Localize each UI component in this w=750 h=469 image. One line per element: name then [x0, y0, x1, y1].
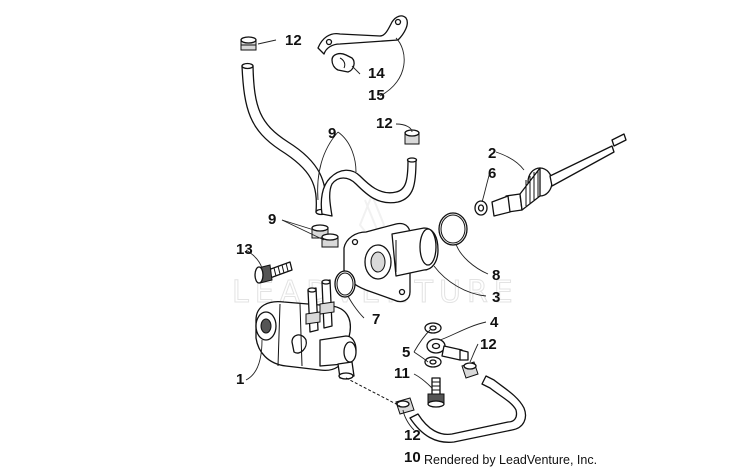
callout-9-upper: 9 — [328, 125, 336, 142]
drive-gear-shaft — [491, 133, 627, 217]
callout-4: 4 — [490, 314, 499, 331]
bolt-13 — [254, 261, 293, 284]
leader-lines — [245, 37, 525, 431]
callout-14: 14 — [368, 65, 385, 82]
bracket-clip — [331, 53, 355, 73]
lower-hose — [409, 375, 527, 443]
oil-pump-assembly — [255, 279, 357, 380]
hose-clamp-top-left — [240, 36, 257, 51]
washer-5-lower — [424, 356, 442, 368]
callout-8: 8 — [492, 267, 500, 284]
callout-labels: 12 14 15 9 12 2 6 9 13 8 3 7 4 5 12 1 11… — [236, 32, 500, 466]
middle-hose — [320, 157, 418, 217]
upper-vertical-hose — [241, 62, 327, 216]
callout-12-lower: 12 — [404, 427, 421, 444]
callout-1: 1 — [236, 371, 244, 388]
callout-6: 6 — [488, 165, 496, 182]
credit-text: Rendered by LeadVenture, Inc. — [424, 453, 597, 467]
callout-13: 13 — [236, 241, 253, 258]
o-ring-7 — [334, 270, 356, 298]
hose-clamp-right-upper — [404, 129, 420, 145]
callout-3: 3 — [492, 289, 500, 306]
callout-11: 11 — [394, 365, 410, 382]
callout-2: 2 — [488, 145, 496, 162]
callout-12-right: 12 — [480, 336, 497, 353]
banjo-fitting-4 — [426, 338, 469, 361]
callout-7: 7 — [372, 311, 380, 328]
callout-10: 10 — [404, 449, 421, 466]
hose-clamp-fitting-b — [321, 233, 339, 248]
banjo-bolt-11 — [427, 377, 445, 408]
callout-12-top-left: 12 — [285, 32, 302, 49]
washer-6 — [474, 200, 488, 216]
callout-12-upper-right: 12 — [376, 115, 393, 132]
callout-15: 15 — [368, 87, 385, 104]
mounting-bracket — [317, 15, 408, 55]
washer-5-upper — [424, 322, 442, 334]
hose-clamp-lower-left — [395, 397, 415, 415]
hose-clamp-lower-right — [461, 361, 479, 379]
oil-pump-housing — [343, 222, 439, 303]
o-ring-8 — [438, 212, 468, 246]
assembly-line — [345, 377, 401, 407]
callout-9-lower: 9 — [268, 211, 276, 228]
callout-5: 5 — [402, 344, 410, 361]
